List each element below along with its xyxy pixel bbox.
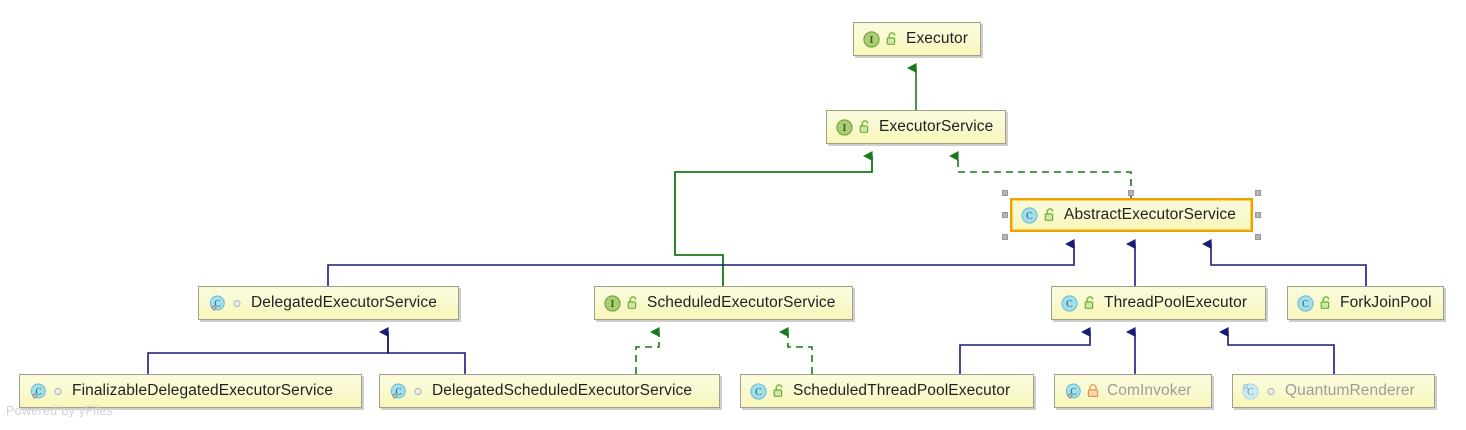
selection-handle-e[interactable] (1255, 212, 1261, 218)
class-node-fork-join-pool[interactable]: C ForkJoinPool (1287, 286, 1444, 320)
edge-scheduledexecutorservice-to-executorservice (674, 156, 873, 286)
locked-icon (1081, 383, 1100, 399)
selection-handle-n[interactable] (1128, 190, 1134, 196)
svg-text:I: I (870, 35, 874, 46)
edge-scheduledthreadpoolexecutor-to-scheduledexecutorservice (778, 326, 813, 374)
node-icons: C (1297, 294, 1333, 312)
class-node-finalizable-delegated-executor-service[interactable]: C FinalizableDelegatedExecutorService (19, 374, 362, 408)
node-icons: I (604, 294, 640, 312)
svg-text:C: C (1026, 211, 1033, 222)
selection-handle-nw[interactable] (1002, 190, 1008, 196)
unlocked-icon (880, 31, 899, 47)
class-node-executor-service[interactable]: I ExecutorService (826, 110, 1006, 144)
class-node-quantum-renderer[interactable]: C QuantumRenderer (1232, 374, 1435, 408)
class-package-icon: C (389, 383, 406, 400)
selection-handle-w[interactable] (1002, 212, 1008, 218)
node-icons: C (389, 383, 425, 400)
class-node-scheduled-executor-service[interactable]: I ScheduledExecutorService (594, 286, 853, 320)
class-package-icon: C (1064, 383, 1081, 400)
unlocked-icon (621, 295, 640, 311)
edge-delegatedexecutorservice-to-executorservice (674, 150, 873, 286)
class-node-scheduled-thread-pool-executor[interactable]: C ScheduledThreadPoolExecutor (740, 374, 1034, 408)
class-node-label: ThreadPoolExecutor (1104, 294, 1248, 311)
class-package-icon: C (208, 295, 225, 312)
node-icons: C (1064, 383, 1100, 400)
svg-text:C: C (395, 387, 401, 397)
class-node-label: DelegatedExecutorService (251, 294, 437, 311)
unlocked-icon (1078, 295, 1097, 311)
svg-text:C: C (1302, 299, 1309, 310)
class-node-label: ComInvoker (1107, 382, 1192, 399)
edge-finalizabledelegated-to-delegatedexecutorservice (147, 326, 389, 374)
selection-handle-se[interactable] (1255, 234, 1261, 240)
svg-text:C: C (35, 387, 41, 397)
package-dot-icon (1259, 383, 1278, 399)
edge-scheduledthreadpool-to-threadpoolexecutor (959, 326, 1091, 374)
class-icon: C (750, 382, 767, 400)
svg-text:I: I (843, 123, 847, 134)
class-icon: C (1297, 294, 1314, 312)
edge-forkjoinpool-to-abstractexecutorservice (1201, 238, 1367, 286)
class-node-label: QuantumRenderer (1285, 382, 1415, 399)
class-package-icon: C (29, 383, 46, 400)
package-dot-icon (225, 295, 244, 311)
svg-text:C: C (1247, 387, 1254, 398)
class-faded-icon: C (1242, 382, 1259, 400)
class-icon: C (1021, 206, 1038, 224)
svg-text:I: I (611, 299, 615, 310)
class-node-label: Executor (906, 30, 968, 47)
svg-text:C: C (755, 387, 762, 398)
class-node-delegated-scheduled-executor-service[interactable]: C DelegatedScheduledExecutorService (379, 374, 720, 408)
yfiles-watermark: Powered by yFiles (6, 404, 114, 418)
edge-delegatedscheduled-to-delegatedexecutorservice (387, 332, 466, 374)
svg-text:C: C (1070, 387, 1076, 397)
class-node-com-invoker[interactable]: C ComInvoker (1054, 374, 1212, 408)
node-icons: C (1061, 294, 1097, 312)
class-node-executor[interactable]: I Executor (853, 22, 981, 56)
interface-icon: I (863, 30, 880, 48)
class-node-label: ForkJoinPool (1340, 294, 1432, 311)
selection-handle-ne[interactable] (1255, 190, 1261, 196)
package-dot-icon (46, 383, 65, 399)
edge-quantumrenderer-to-threadpoolexecutor (1218, 326, 1335, 374)
class-node-label: ScheduledExecutorService (647, 294, 836, 311)
class-node-label: FinalizableDelegatedExecutorService (72, 382, 334, 399)
class-node-label: ScheduledThreadPoolExecutor (793, 382, 1011, 399)
node-icons: C (1021, 206, 1057, 224)
node-icons: C (750, 382, 786, 400)
interface-icon: I (604, 294, 621, 312)
package-dot-icon (406, 383, 425, 399)
class-node-delegated-executor-service[interactable]: C DelegatedExecutorService (198, 286, 459, 320)
svg-text:C: C (214, 299, 220, 309)
unlocked-icon (767, 383, 786, 399)
class-node-thread-pool-executor[interactable]: C ThreadPoolExecutor (1051, 286, 1266, 320)
node-icons: I (836, 118, 872, 136)
node-icons: C (208, 295, 244, 312)
svg-text:C: C (1066, 299, 1073, 310)
node-icons: I (863, 30, 899, 48)
class-node-label: ExecutorService (879, 118, 994, 135)
class-icon: C (1061, 294, 1078, 312)
node-icons: C (29, 383, 65, 400)
unlocked-icon (1038, 207, 1057, 223)
edge-delegatedexecutorservice-to-abstractexecutorservice (327, 238, 1075, 286)
unlocked-icon (1314, 295, 1333, 311)
edge-abstractexecutorservice-to-executorservice (948, 150, 1132, 198)
selection-handle-sw[interactable] (1002, 234, 1008, 240)
interface-icon: I (836, 118, 853, 136)
node-icons: C (1242, 382, 1278, 400)
edge-delegatedscheduledexecutorservice-to-scheduledexecutorservice (635, 326, 660, 374)
unlocked-icon (853, 119, 872, 135)
class-node-label: AbstractExecutorService (1064, 206, 1237, 223)
class-node-abstract-executor-service[interactable]: C AbstractExecutorService (1010, 198, 1253, 232)
class-node-label: DelegatedScheduledExecutorService (432, 382, 693, 399)
